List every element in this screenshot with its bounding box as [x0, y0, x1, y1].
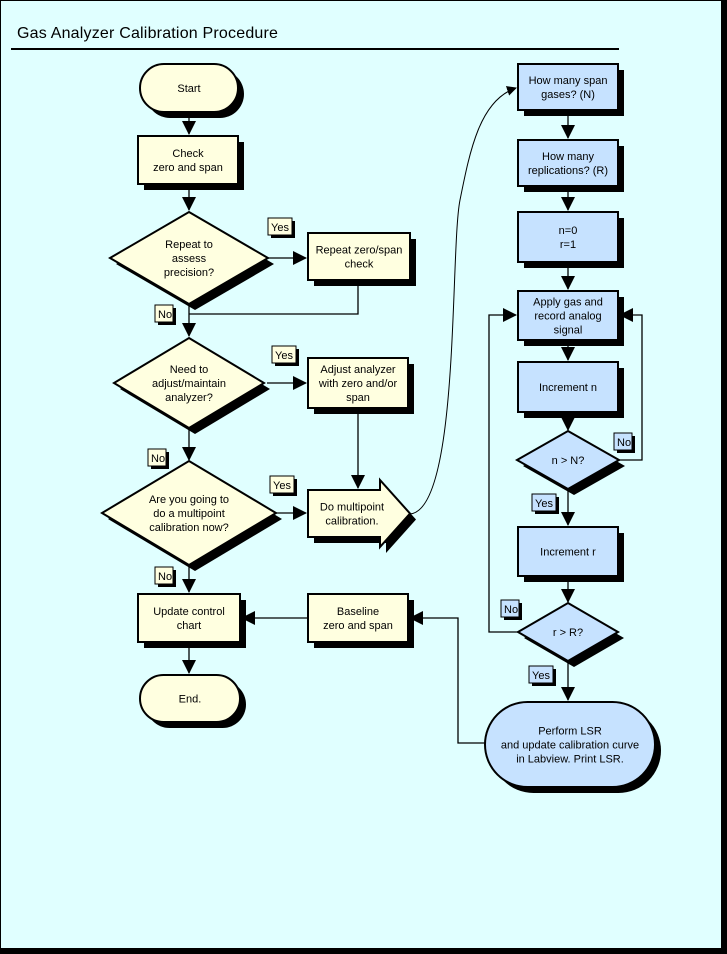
- node-text: Check: [172, 148, 204, 160]
- node-text: precision?: [164, 267, 214, 279]
- node-reps-r[interactable]: How many replications? (R): [517, 139, 624, 192]
- node-text: assess: [172, 253, 207, 265]
- node-text: chart: [177, 620, 201, 632]
- node-text: End.: [179, 694, 202, 706]
- node-text: Perform LSR: [538, 726, 602, 738]
- tag-label: No: [151, 453, 165, 465]
- node-adjust-box[interactable]: Adjust analyzer with zero and/or span: [307, 357, 414, 414]
- page-title: Gas Analyzer Calibration Procedure: [17, 25, 279, 42]
- node-text: n > N?: [552, 455, 585, 467]
- node-text: Increment r: [540, 547, 596, 559]
- node-baseline[interactable]: Baseline zero and span: [307, 593, 414, 648]
- tag-label: No: [158, 309, 172, 321]
- tag-label: Yes: [275, 350, 293, 362]
- tag-yes: Yes: [531, 493, 559, 514]
- node-text: analyzer?: [165, 392, 213, 404]
- tag-no: No: [147, 448, 169, 469]
- node-text: calibration.: [325, 516, 378, 528]
- node-text: Baseline: [337, 606, 379, 618]
- tag-label: Yes: [532, 670, 550, 682]
- tag-yes: Yes: [267, 217, 295, 238]
- node-text: calibration now?: [149, 522, 229, 534]
- arrow-rq-no: [488, 308, 518, 633]
- node-start[interactable]: Start: [139, 63, 244, 118]
- node-inc-r[interactable]: Increment r: [517, 526, 624, 582]
- node-text: check: [345, 259, 374, 271]
- node-text: n=0: [559, 225, 578, 237]
- node-inc-n[interactable]: Increment n: [517, 361, 624, 418]
- node-text: Adjust analyzer: [320, 364, 396, 376]
- node-lsr[interactable]: Perform LSR and update calibration curve i…: [484, 701, 661, 793]
- tag-no: No: [613, 432, 635, 453]
- node-n-q[interactable]: n > N?: [514, 429, 625, 495]
- node-text: Start: [177, 83, 200, 95]
- node-text: do a multipoint: [153, 508, 225, 520]
- node-span-n[interactable]: How many span gases? (N): [517, 63, 624, 116]
- title-underline: [11, 48, 619, 50]
- tag-yes: Yes: [271, 345, 299, 366]
- node-multi-box[interactable]: Do multipoint calibration.: [307, 477, 416, 553]
- tag-no: No: [500, 599, 522, 620]
- node-text: Need to: [170, 364, 209, 376]
- node-text: Update control: [153, 606, 225, 618]
- node-text: r=1: [560, 239, 576, 251]
- node-text: zero and span: [323, 620, 393, 632]
- node-text: Apply gas and: [533, 297, 603, 309]
- node-end[interactable]: End.: [139, 674, 246, 728]
- node-text: in Labview. Print LSR.: [516, 754, 624, 766]
- arrow-multi-to-span: [409, 86, 517, 515]
- node-text: span: [346, 392, 370, 404]
- arrow-lsr-to-baseline: [409, 611, 485, 744]
- node-text: adjust/maintain: [152, 378, 226, 390]
- tag-no: No: [154, 304, 176, 325]
- tag-label: No: [158, 571, 172, 583]
- node-text: and update calibration curve: [501, 740, 639, 752]
- tag-yes: Yes: [269, 475, 297, 496]
- node-apply[interactable]: Apply gas and record analog signal: [517, 290, 624, 346]
- tag-label: Yes: [535, 498, 553, 510]
- tag-label: No: [504, 604, 518, 616]
- node-text: with zero and/or: [318, 378, 398, 390]
- node-text: Do multipoint: [320, 502, 384, 514]
- node-check[interactable]: Check zero and span: [137, 135, 244, 190]
- node-r-q[interactable]: r > R?: [516, 601, 624, 667]
- node-repeat-q[interactable]: Repeat to assess precision?: [108, 210, 274, 310]
- line-repeat-return: [189, 280, 359, 315]
- node-multi-q[interactable]: Are you going to do a multipoint calibrati…: [100, 459, 282, 571]
- node-init[interactable]: n=0r=1: [517, 211, 624, 268]
- node-text: replications? (R): [528, 165, 608, 177]
- node-text: r > R?: [553, 627, 583, 639]
- arrow-nq-no: [618, 308, 643, 461]
- node-text: signal: [554, 325, 583, 337]
- node-text: zero and span: [153, 162, 223, 174]
- node-update[interactable]: Update control chart: [137, 593, 246, 648]
- node-text: Repeat zero/span: [316, 245, 403, 257]
- node-repeat-box[interactable]: Repeat zero/span check: [307, 232, 416, 286]
- tag-yes: Yes: [528, 665, 556, 686]
- node-adjust-q[interactable]: Need to adjust/maintain analyzer?: [112, 336, 270, 434]
- node-text: record analog: [534, 311, 601, 323]
- node-text: Repeat to: [165, 239, 213, 251]
- tag-no: No: [154, 566, 176, 587]
- tag-label: Yes: [271, 222, 289, 234]
- node-text: gases? (N): [541, 89, 595, 101]
- node-text: How many: [542, 151, 594, 163]
- node-text: How many span: [529, 75, 608, 87]
- node-text: Are you going to: [149, 494, 229, 506]
- tag-label: Yes: [273, 480, 291, 492]
- node-text: Increment n: [539, 382, 597, 394]
- tag-label: No: [617, 437, 631, 449]
